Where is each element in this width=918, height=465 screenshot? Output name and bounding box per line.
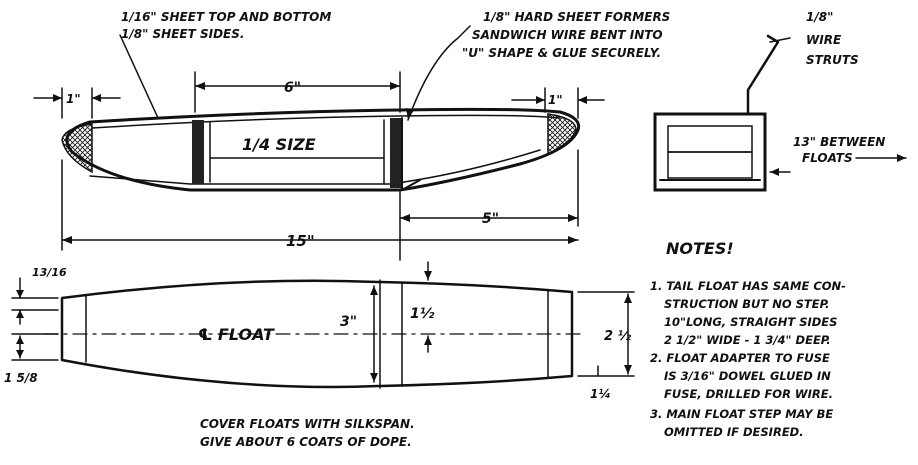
wire-label-line-3: STRUTS xyxy=(806,53,859,67)
wire-label-line-1: 1/8" xyxy=(806,10,833,24)
side-former-rear xyxy=(390,118,402,188)
dim-6in: 6" xyxy=(284,80,301,96)
wire-strut-leader xyxy=(769,37,791,43)
dim-13-16: 13/16 xyxy=(32,266,67,279)
between-label-line-1: 13" BETWEEN xyxy=(793,135,885,149)
formers-label-line-2: SANDWICH WIRE BENT INTO xyxy=(472,28,663,42)
note-line-9: OMITTED IF DESIRED. xyxy=(664,425,804,439)
formers-label-line-1: 1/8" HARD SHEET FORMERS xyxy=(483,10,670,24)
sheet-label-line-2: 1/8" SHEET SIDES. xyxy=(121,27,244,41)
side-former-front xyxy=(192,120,204,184)
dim-1-1-2: 1½ xyxy=(410,306,435,322)
cover-note-line-2: GIVE ABOUT 6 COATS OF DOPE. xyxy=(200,435,412,449)
cover-note: COVER FLOATS WITH SILKSPAN. GIVE ABOUT 6… xyxy=(200,417,415,449)
dim-5in: 5" xyxy=(482,211,499,227)
note-line-2: STRUCTION BUT NO STEP. xyxy=(664,297,829,311)
top-float-outline xyxy=(60,279,574,389)
note-line-7: FUSE, DRILLED FOR WIRE. xyxy=(664,387,833,401)
side-float-inner-top xyxy=(91,114,561,129)
note-line-5: 2. FLOAT ADAPTER TO FUSE xyxy=(650,351,830,365)
centerline-label: ℄ FLOAT xyxy=(198,325,275,344)
wire-label-line-2: WIRE xyxy=(806,33,842,47)
wire-strut xyxy=(746,34,780,116)
dim-3in: 3" xyxy=(340,314,357,330)
dim-1-5-8: 1 5/8 xyxy=(4,371,38,385)
notes-block: NOTES! 1. TAIL FLOAT HAS SAME CON- STRUC… xyxy=(650,239,846,439)
cover-note-line-1: COVER FLOATS WITH SILKSPAN. xyxy=(200,417,415,431)
note-line-4: 2 1/2" WIDE - 1 3/4" DEEP. xyxy=(664,333,831,347)
dim-right-1in: 1" xyxy=(548,93,563,107)
note-line-1: 1. TAIL FLOAT HAS SAME CON- xyxy=(650,279,846,293)
dim-2-1-2: 2 ½ xyxy=(604,329,632,344)
note-line-6: IS 3/16" DOWEL GLUED IN xyxy=(664,369,831,383)
side-float-outline xyxy=(65,107,581,192)
side-view: 1/16" SHEET TOP AND BOTTOM 1/8" SHEET SI… xyxy=(33,10,670,261)
between-label-line-2: FLOATS xyxy=(802,151,853,165)
formers-label-line-3: "U" SHAPE & GLUE SECURELY. xyxy=(462,46,661,60)
end-view: 1/8" WIRE STRUTS 13" BETWEEN FLOATS xyxy=(653,10,907,192)
sheet-label-line-1: 1/16" SHEET TOP AND BOTTOM xyxy=(121,10,331,24)
end-float-box xyxy=(653,112,767,192)
side-float-inner-bottom xyxy=(89,149,541,185)
notes-title: NOTES! xyxy=(666,239,734,258)
note-line-3: 10"LONG, STRAIGHT SIDES xyxy=(664,315,837,329)
note-line-8: 3. MAIN FLOAT STEP MAY BE xyxy=(650,407,833,421)
scale-label: 1/4 SIZE xyxy=(242,135,316,154)
side-nose-block xyxy=(61,123,93,174)
side-tail-block xyxy=(547,113,577,156)
top-view: 13/16 1 5/8 ℄ FLOAT 3" 1½ 2 ½ 1¼ xyxy=(4,261,635,401)
dim-15in: 15" xyxy=(286,232,315,250)
dim-left-1in: 1" xyxy=(66,92,81,106)
dim-1-1-4: 1¼ xyxy=(590,387,611,401)
